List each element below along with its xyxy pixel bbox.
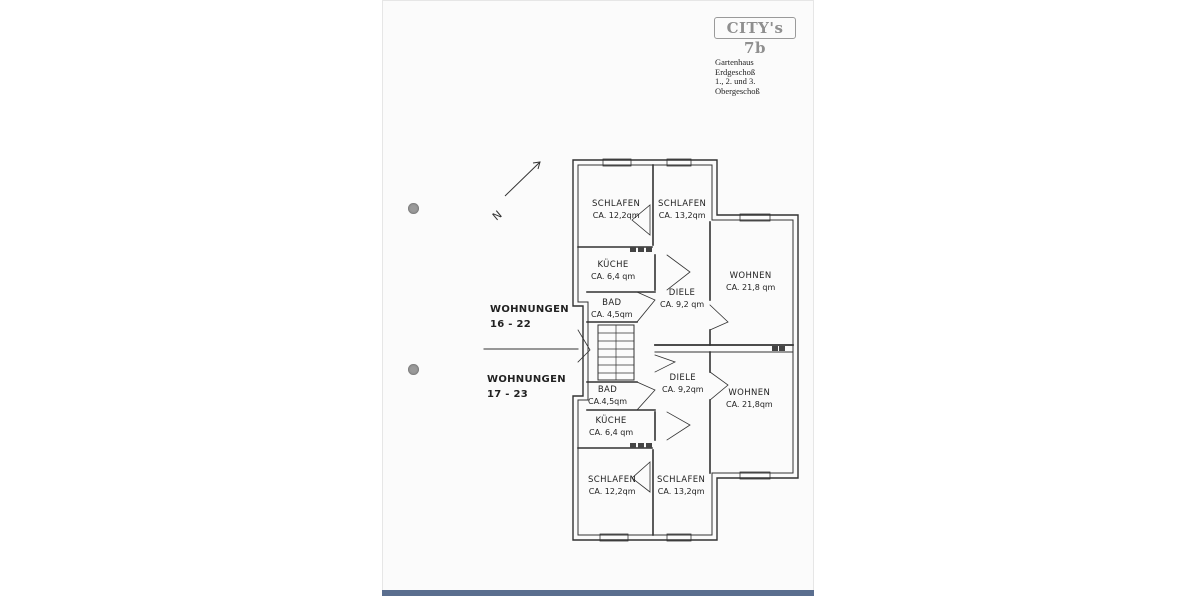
door-swing (636, 381, 656, 411)
room-label-diele: DIELE CA. 9,2qm (662, 373, 704, 395)
shaft-mark (630, 443, 636, 448)
window (666, 158, 692, 167)
window (602, 158, 632, 167)
room-area: CA. 21,8qm (726, 400, 773, 409)
room-name: SCHLAFEN (588, 475, 637, 485)
room-label-wohnen: WOHNEN CA. 21,8qm (726, 388, 773, 410)
room-area: CA. 21,8 qm (726, 283, 776, 292)
room-label-bad: BAD CA. 4,5qm (591, 298, 633, 320)
north-arrow (504, 161, 541, 197)
shaft-mark (630, 247, 636, 252)
room-label-kueche: KÜCHE CA. 6,4 qm (589, 416, 633, 438)
room-area: CA. 6,4 qm (589, 428, 634, 437)
shaft-mark (638, 247, 644, 252)
room-label-wohnen: WOHNEN CA. 21,8 qm (726, 271, 775, 293)
caption-line: Obergeschoß (715, 85, 760, 96)
room-label-schlafen: SCHLAFEN CA. 12,2qm (588, 475, 636, 497)
caption-line: Gartenhaus (715, 57, 754, 67)
shaft-mark (779, 346, 785, 351)
room-area: CA. 12,2qm (588, 487, 636, 496)
room-label-schlafen: SCHLAFEN CA. 13,2qm (657, 475, 705, 497)
room-name: DIELE (669, 373, 697, 383)
caption-line: Erdgeschoß (715, 66, 756, 77)
room-area: CA. 12,2qm (592, 211, 640, 220)
door-swing (636, 291, 656, 323)
paper-sheet (382, 0, 814, 596)
building-caption: Gartenhaus Erdgeschoß 1., 2. und 3. Ober… (715, 57, 760, 96)
room-name: WOHNEN (728, 388, 771, 398)
window (739, 471, 771, 480)
group-title: WOHNUNGEN (490, 304, 569, 315)
window (739, 213, 771, 222)
shaft-mark (772, 346, 778, 351)
apartment-group-upper: WOHNUNGEN 16 - 22 (490, 302, 569, 332)
room-name: SCHLAFEN (658, 199, 707, 209)
window (666, 533, 692, 542)
group-title: WOHNUNGEN (487, 374, 566, 385)
room-label-kueche: KÜCHE CA. 6,4 qm (591, 260, 635, 282)
room-name: BAD (597, 385, 618, 395)
door-swing (631, 461, 651, 493)
caption-line: 1., 2. und 3. (715, 76, 756, 86)
punch-hole-bottom (408, 364, 419, 375)
room-name: DIELE (668, 288, 696, 298)
group-numbers: 17 - 23 (487, 389, 529, 400)
door-swing (577, 329, 591, 363)
outer-wall-inner (577, 164, 794, 536)
door-swing (666, 411, 691, 441)
room-area: CA. 13,2qm (658, 211, 706, 220)
room-label-schlafen: SCHLAFEN CA. 12,2qm (592, 199, 640, 221)
door-swing (666, 254, 691, 291)
outer-wall (572, 159, 799, 541)
room-label-schlafen: SCHLAFEN CA. 13,2qm (658, 199, 706, 221)
room-label-bad: BAD CA.4,5qm (588, 385, 627, 407)
room-name: BAD (602, 298, 622, 308)
room-area: CA. 13,2qm (657, 487, 705, 496)
door-swing (709, 371, 729, 401)
shaft-mark (646, 443, 652, 448)
room-area: CA. 9,2 qm (660, 300, 705, 309)
room-name: SCHLAFEN (592, 199, 641, 209)
room-area: CA.4,5qm (588, 397, 628, 406)
door-swing (709, 304, 729, 331)
room-area: CA. 4,5qm (591, 310, 633, 319)
sheet-bottom-edge (382, 590, 814, 596)
apartment-group-lower: WOHNUNGEN 17 - 23 (487, 372, 566, 402)
group-numbers: 16 - 22 (490, 319, 532, 330)
room-area: CA. 9,2qm (662, 385, 704, 394)
room-name: KÜCHE (595, 416, 627, 426)
punch-hole-top (408, 203, 419, 214)
shaft-mark (638, 443, 644, 448)
room-name: SCHLAFEN (657, 475, 706, 485)
room-label-diele: DIELE CA. 9,2 qm (660, 288, 704, 310)
door-swing (631, 204, 651, 236)
north-label: N (490, 208, 505, 223)
city-logo: CITY's 7b (714, 17, 796, 57)
room-name: WOHNEN (729, 271, 772, 281)
room-name: KÜCHE (597, 260, 629, 270)
shaft-mark (646, 247, 652, 252)
window (599, 533, 629, 542)
room-area: CA. 6,4 qm (591, 272, 636, 281)
door-swing (654, 354, 677, 373)
